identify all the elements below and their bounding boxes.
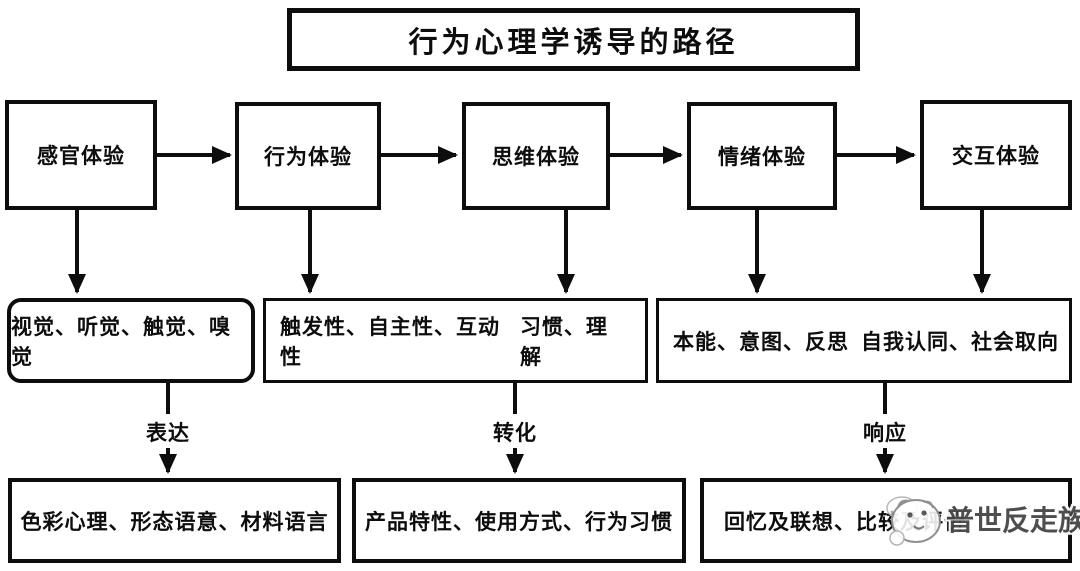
node-label: 交互体验: [952, 145, 1040, 168]
node-label-right: 习惯、理解: [519, 315, 608, 369]
node-title: 行为心理学诱导的路径: [287, 8, 860, 71]
node-product-usage-habit: 产品特性、使用方式、行为习惯: [352, 478, 686, 563]
node-emotion-traits: 本能、意图、反思 自我认同、社会取向: [656, 298, 1072, 383]
node-thinking-experience: 思维体验: [462, 102, 610, 210]
node-color-form-material: 色彩心理、形态语意、材料语言: [8, 478, 341, 563]
node-label-right: 自我认同、社会取向: [861, 330, 1059, 354]
node-interaction-experience: 交互体验: [920, 100, 1072, 210]
node-label: 视觉、听觉、触觉、嗅觉: [11, 315, 231, 369]
node-label: 色彩心理、形态语意、材料语言: [20, 510, 329, 534]
title-text: 行为心理学诱导的路径: [408, 26, 739, 59]
node-label-left: 本能、意图、反思: [673, 330, 849, 354]
node-senses: 视觉、听觉、触觉、嗅觉: [7, 298, 255, 383]
mascot-face-icon: [886, 496, 941, 546]
watermark: 普世反走族: [884, 490, 1080, 548]
arrow-label-express: 表达: [146, 422, 190, 445]
node-behavior-experience: 行为体验: [235, 102, 381, 210]
watermark-text: 普世反走族: [946, 505, 1080, 536]
node-label: 行为体验: [264, 146, 352, 169]
node-sensory-experience: 感官体验: [5, 100, 157, 210]
arrow-label-transform: 转化: [493, 422, 537, 445]
node-label-left: 触发性、自主性、互动性: [280, 315, 500, 369]
node-emotion-experience: 情绪体验: [687, 102, 837, 210]
node-label: 情绪体验: [718, 146, 806, 169]
node-label: 产品特性、使用方式、行为习惯: [365, 510, 673, 534]
arrow-label-respond: 响应: [863, 422, 907, 445]
node-label: 感官体验: [37, 145, 125, 168]
node-label: 思维体验: [492, 146, 580, 169]
node-behavior-traits: 触发性、自主性、互动性 习惯、理解: [263, 298, 648, 383]
